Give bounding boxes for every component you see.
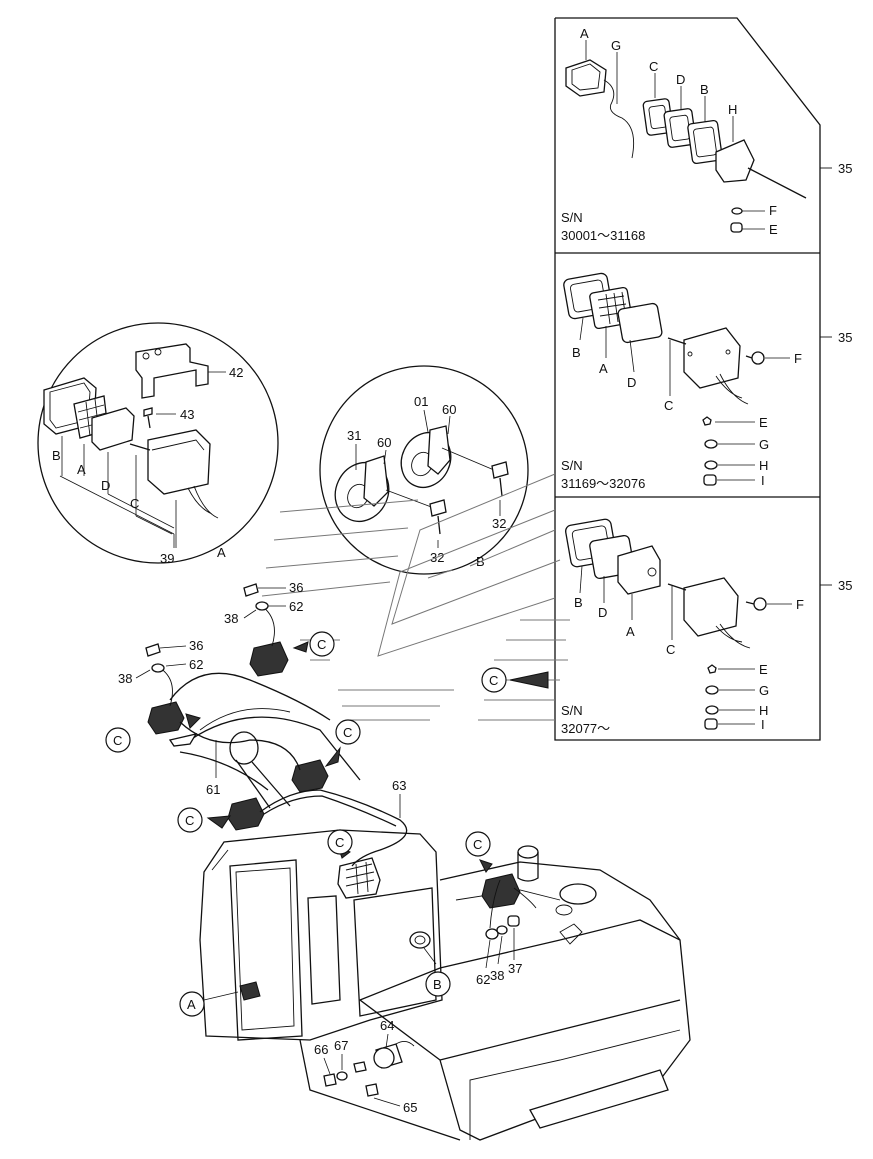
detail-b-callout-60a: 60 — [442, 402, 456, 417]
v3-letter-h: H — [759, 703, 768, 718]
variant-1-leaders — [585, 40, 765, 230]
reference-circle-c3-label: C — [343, 725, 352, 740]
callout-62-lower: 62 — [189, 657, 203, 672]
detail-b-leaders — [355, 409, 501, 548]
v3-letter-e: E — [759, 662, 768, 677]
detail-a-circle — [37, 322, 279, 564]
detail-b-callout-31: 31 — [347, 428, 361, 443]
v1-letter-g: G — [611, 38, 621, 53]
detail-a-letter-d: D — [101, 478, 110, 493]
v2-letter-h: H — [759, 458, 768, 473]
callout-38-upper: 38 — [224, 611, 238, 626]
callout-38-lower: 38 — [118, 671, 132, 686]
detail-a-callout-39: 39 — [160, 551, 174, 566]
v1-letter-d: D — [676, 72, 685, 87]
detail-b-callout-60b: 60 — [377, 435, 391, 450]
variant-2-ref-number: 35 — [838, 330, 852, 345]
callout-66: 66 — [314, 1042, 328, 1057]
v2-letter-f: F — [794, 351, 802, 366]
callout-37: 37 — [508, 961, 522, 976]
detail-a-letter-c: C — [130, 496, 139, 511]
reference-circle-b1-label: B — [433, 977, 442, 992]
detail-a-letter-a: A — [77, 462, 86, 477]
v1-sn-range: 30001～31168 — [561, 228, 645, 243]
reference-circle-c6 — [465, 831, 491, 857]
reference-circle-a1-label: A — [187, 997, 196, 1012]
v3-sn-label: S/N — [561, 703, 583, 718]
detail-b-callout-32a: 32 — [492, 516, 506, 531]
reference-circle-c5-label: C — [335, 835, 344, 850]
reference-circle-c7 — [481, 667, 507, 693]
detail-a-circle-label: A — [217, 545, 226, 560]
v2-sn-range: 31169～32076 — [561, 476, 645, 491]
callout-38-right: 38 — [490, 968, 504, 983]
callout-63: 63 — [392, 778, 406, 793]
v3-sn-range: 32077～ — [561, 721, 610, 736]
v3-letter-f: F — [796, 597, 804, 612]
callout-62-upper: 62 — [289, 599, 303, 614]
reference-circle-b1 — [425, 971, 451, 997]
reference-circle-c1 — [309, 631, 335, 657]
reference-circle-c5 — [327, 829, 353, 855]
v1-letter-b: B — [700, 82, 709, 97]
v3-letter-a: A — [626, 624, 635, 639]
callout-62-right: 62 — [476, 972, 490, 987]
v1-letter-f: F — [769, 203, 777, 218]
variant-3-light-exploded — [565, 518, 767, 730]
callout-65: 65 — [403, 1100, 417, 1115]
detail-a-letter-b: B — [52, 448, 61, 463]
v2-letter-a: A — [599, 361, 608, 376]
v2-sn-label: S/N — [561, 458, 583, 473]
detail-a-leaders — [59, 371, 226, 548]
callout-36-lower: 36 — [189, 638, 203, 653]
reference-circle-c4-label: C — [185, 813, 194, 828]
v3-letter-c: C — [666, 642, 675, 657]
reference-circle-c4 — [177, 807, 203, 833]
reference-circle-c6-label: C — [473, 837, 482, 852]
v2-letter-c: C — [664, 398, 673, 413]
callout-64: 64 — [380, 1018, 394, 1033]
v1-sn-label: S/N — [561, 210, 583, 225]
excavator-cab-and-body — [169, 672, 691, 1141]
reference-circle-c2-label: C — [113, 733, 122, 748]
variant-3-ref-number: 35 — [838, 578, 852, 593]
reference-circle-c1-label: C — [317, 637, 326, 652]
v2-letter-e: E — [759, 415, 768, 430]
reference-circle-a1 — [179, 991, 205, 1017]
variant-1-light-exploded — [565, 59, 807, 233]
detail-b-callout-01: 01 — [414, 394, 428, 409]
reference-circle-c3 — [335, 719, 361, 745]
detail-b-circle — [319, 365, 529, 575]
reference-circle-c2 — [105, 727, 131, 753]
v1-letter-a: A — [580, 26, 589, 41]
variant-1-ref-number: 35 — [838, 161, 852, 176]
callout-36-upper: 36 — [289, 580, 303, 595]
v3-letter-i: I — [761, 717, 765, 732]
v2-letter-b: B — [572, 345, 581, 360]
v3-letter-g: G — [759, 683, 769, 698]
v3-letter-b: B — [574, 595, 583, 610]
v1-letter-h: H — [728, 102, 737, 117]
detail-a-callout-42: 42 — [229, 365, 243, 380]
variant-3-leaders — [579, 565, 792, 725]
v1-letter-e: E — [769, 222, 778, 237]
v2-letter-d: D — [627, 375, 636, 390]
v2-letter-g: G — [759, 437, 769, 452]
work-lights-and-harness — [145, 583, 537, 1097]
reference-circle-c7-label: C — [489, 673, 498, 688]
v2-letter-i: I — [761, 473, 765, 488]
callout-67: 67 — [334, 1038, 348, 1053]
variant-2-light-exploded — [563, 272, 765, 486]
variant-2-leaders — [579, 317, 790, 481]
v1-letter-c: C — [649, 59, 658, 74]
detail-a-callout-43: 43 — [180, 407, 194, 422]
v3-letter-d: D — [598, 605, 607, 620]
callout-61: 61 — [206, 782, 220, 797]
